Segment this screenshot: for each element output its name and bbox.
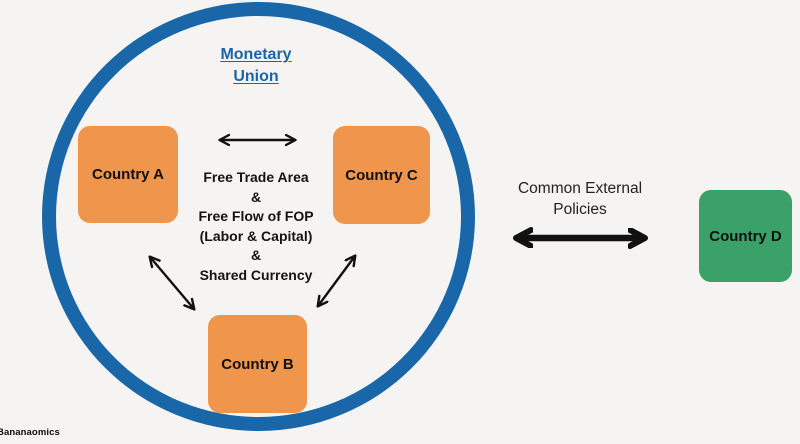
external-label-line2: Policies — [553, 201, 607, 218]
benefit-line-amp-2: & — [250, 247, 262, 263]
country-c-box: Country C — [333, 126, 430, 224]
country-a-label: Country A — [92, 166, 164, 183]
benefit-line-labor-capital: (Labor & Capital) — [199, 227, 313, 244]
monetary-union-title-line2: Union — [233, 68, 279, 85]
monetary-union-title: Monetary Union — [156, 44, 356, 88]
benefit-line-free-flow-fop: Free Flow of FOP — [198, 208, 314, 224]
benefit-line-shared-currency: Shared Currency — [199, 266, 313, 283]
union-benefits-text: Free Trade Area & Free Flow of FOP (Labo… — [166, 168, 346, 285]
country-d-box: Country D — [699, 190, 792, 282]
country-a-box: Country A — [78, 126, 178, 223]
external-label-line1: Common External — [517, 180, 643, 197]
country-b-box: Country B — [208, 315, 307, 413]
monetary-union-title-line1: Monetary — [220, 46, 292, 63]
benefit-line-free-trade-area: Free Trade Area — [203, 169, 309, 185]
country-b-label: Country B — [221, 355, 294, 373]
benefit-line-amp-1: & — [250, 188, 262, 205]
country-d-label: Country D — [709, 227, 782, 245]
country-c-label: Country C — [345, 166, 418, 184]
watermark-logo-text: Bananaomics — [0, 427, 60, 438]
common-external-policies-label: Common External Policies — [495, 178, 665, 220]
